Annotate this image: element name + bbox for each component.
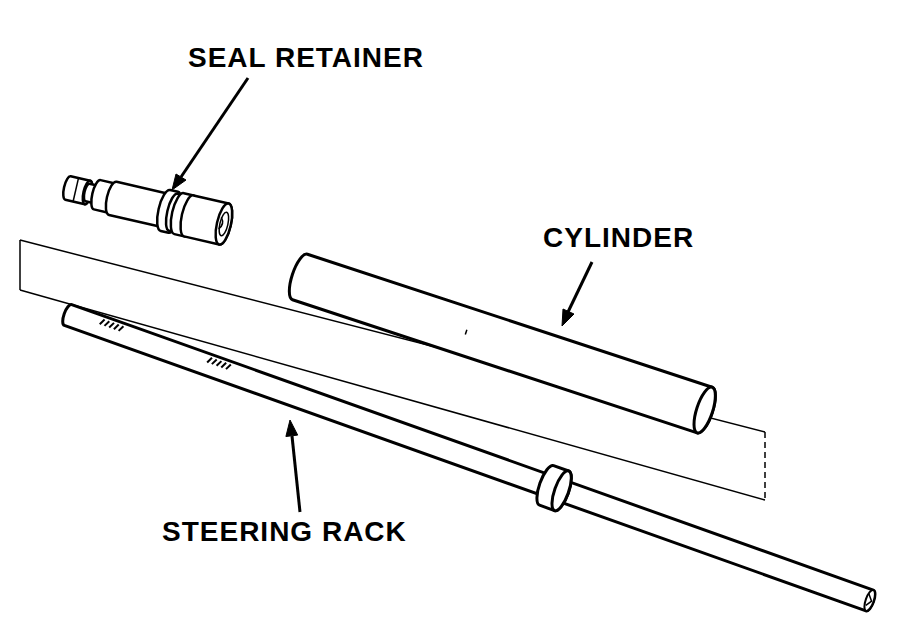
part-label: CYLINDER [543, 224, 694, 252]
part-label: STEERING RACK [162, 518, 407, 546]
alignment-plane [20, 240, 765, 500]
cylinder [285, 252, 720, 436]
leader-arrow [286, 420, 300, 512]
leader-arrow [562, 262, 592, 326]
part-label: SEAL RETAINER [188, 44, 424, 72]
leader-arrow [172, 78, 248, 190]
seal-retainer [59, 167, 235, 246]
